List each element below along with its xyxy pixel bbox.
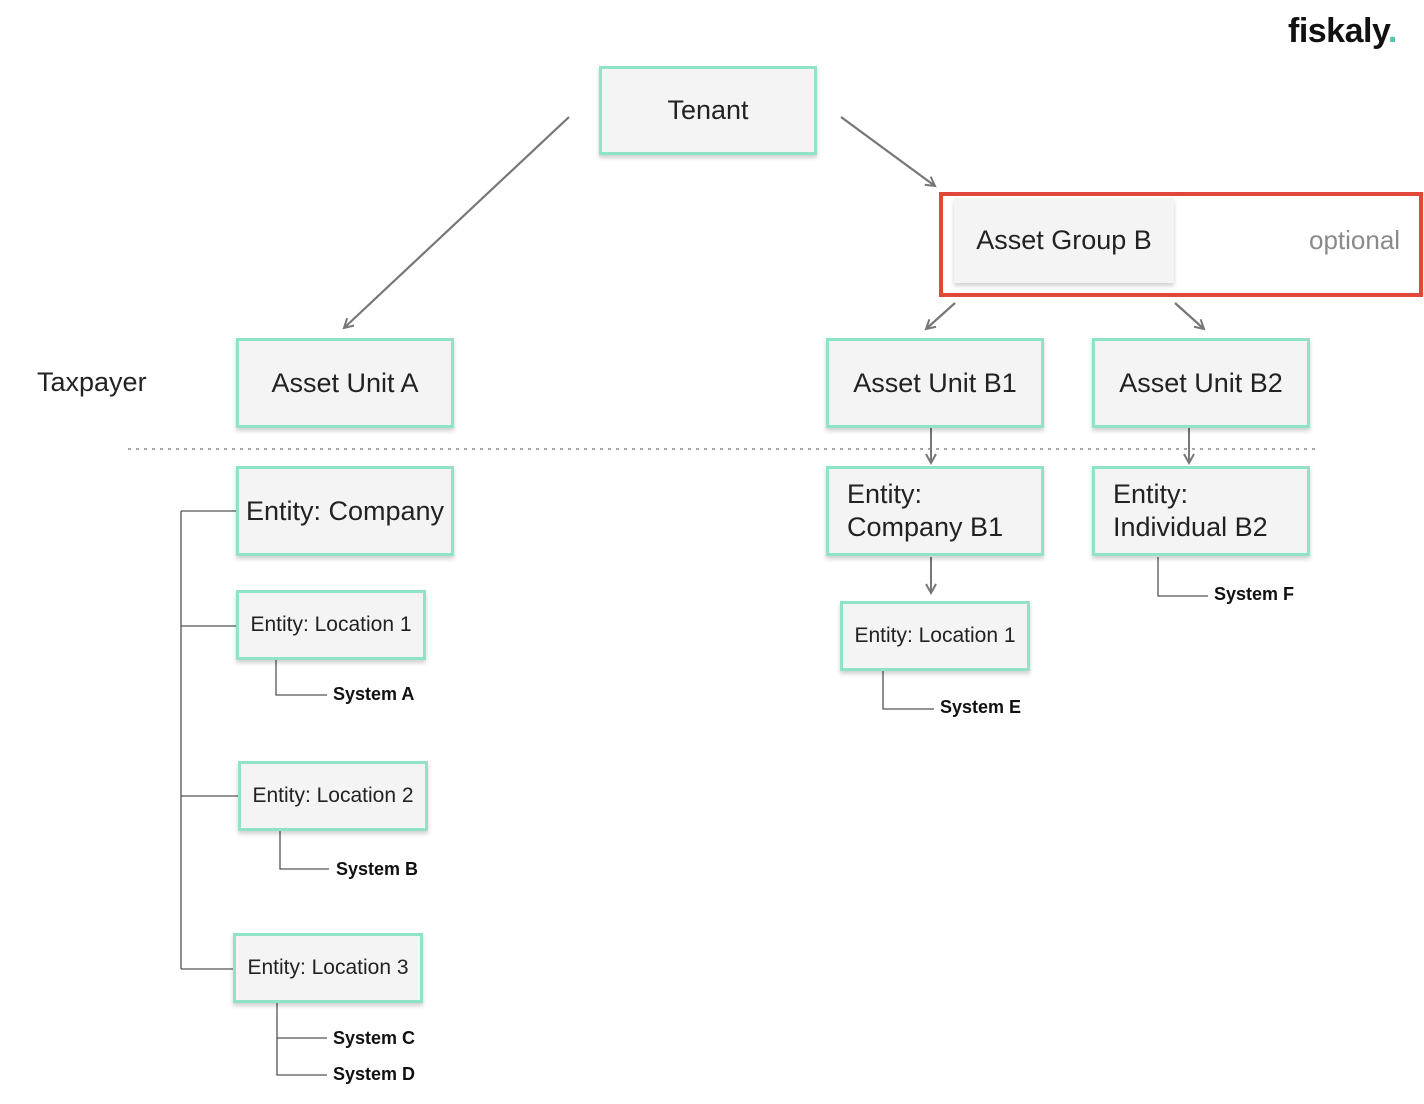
system-b-label: System B bbox=[336, 859, 419, 879]
arrow-group-to-b2 bbox=[1174, 302, 1204, 329]
entity-company-label: Entity: Company bbox=[245, 495, 445, 526]
entity-location-1-b1-label: Entity: Location 1 bbox=[854, 624, 1016, 647]
entity-company-node: Entity: Company bbox=[236, 466, 454, 556]
asset-unit-b2-label: Asset Unit B2 bbox=[1119, 367, 1283, 398]
asset-unit-b2-node: Asset Unit B2 bbox=[1092, 338, 1310, 428]
fiskaly-logo: fiskaly. bbox=[1288, 12, 1397, 51]
arrow-tenant-to-asset-unit-a bbox=[344, 116, 570, 328]
asset-group-b-node: Asset Group B bbox=[954, 198, 1174, 283]
system-c-label: System C bbox=[333, 1028, 416, 1048]
entity-individual-b2-node: Entity: Individual B2 bbox=[1092, 466, 1310, 556]
entity-company-b1-node: Entity: Company B1 bbox=[826, 466, 1044, 556]
system-d-label: System D bbox=[333, 1064, 416, 1084]
entity-location-2-node: Entity: Location 2 bbox=[238, 761, 428, 831]
arrow-tenant-to-asset-group-b bbox=[840, 116, 935, 186]
system-e-label: System E bbox=[940, 697, 1022, 717]
entity-company-b1-line2: Company B1 bbox=[847, 512, 1004, 542]
optional-highlight-frame bbox=[939, 192, 1423, 297]
system-f-label: System F bbox=[1214, 584, 1295, 604]
asset-group-b-label: Asset Group B bbox=[976, 225, 1152, 255]
entity-individual-b2-line2: Individual B2 bbox=[1113, 512, 1268, 542]
logo-dot: . bbox=[1387, 12, 1397, 50]
entity-location-1-b1-node: Entity: Location 1 bbox=[840, 601, 1030, 671]
entity-location-3-node: Entity: Location 3 bbox=[233, 933, 423, 1003]
asset-unit-a-node: Asset Unit A bbox=[236, 338, 454, 428]
logo-text: fiskaly bbox=[1288, 12, 1388, 50]
entity-individual-b2-line1: Entity: bbox=[1113, 479, 1189, 509]
taxpayer-label: Taxpayer bbox=[37, 367, 147, 397]
entity-location-3-label: Entity: Location 3 bbox=[247, 956, 409, 979]
tenant-node: Tenant bbox=[599, 66, 817, 155]
entity-location-2-label: Entity: Location 2 bbox=[252, 784, 414, 807]
asset-unit-b1-node: Asset Unit B1 bbox=[826, 338, 1044, 428]
arrow-group-to-b1 bbox=[926, 302, 956, 329]
entity-location-1-label: Entity: Location 1 bbox=[250, 613, 412, 636]
entity-location-1-node: Entity: Location 1 bbox=[236, 590, 426, 660]
optional-label: optional bbox=[1309, 225, 1401, 255]
asset-unit-a-label: Asset Unit A bbox=[271, 367, 419, 398]
system-a-label: System A bbox=[333, 684, 415, 704]
tenant-label: Tenant bbox=[667, 95, 749, 125]
asset-unit-b1-label: Asset Unit B1 bbox=[853, 367, 1017, 398]
entity-company-b1-line1: Entity: bbox=[847, 479, 923, 509]
